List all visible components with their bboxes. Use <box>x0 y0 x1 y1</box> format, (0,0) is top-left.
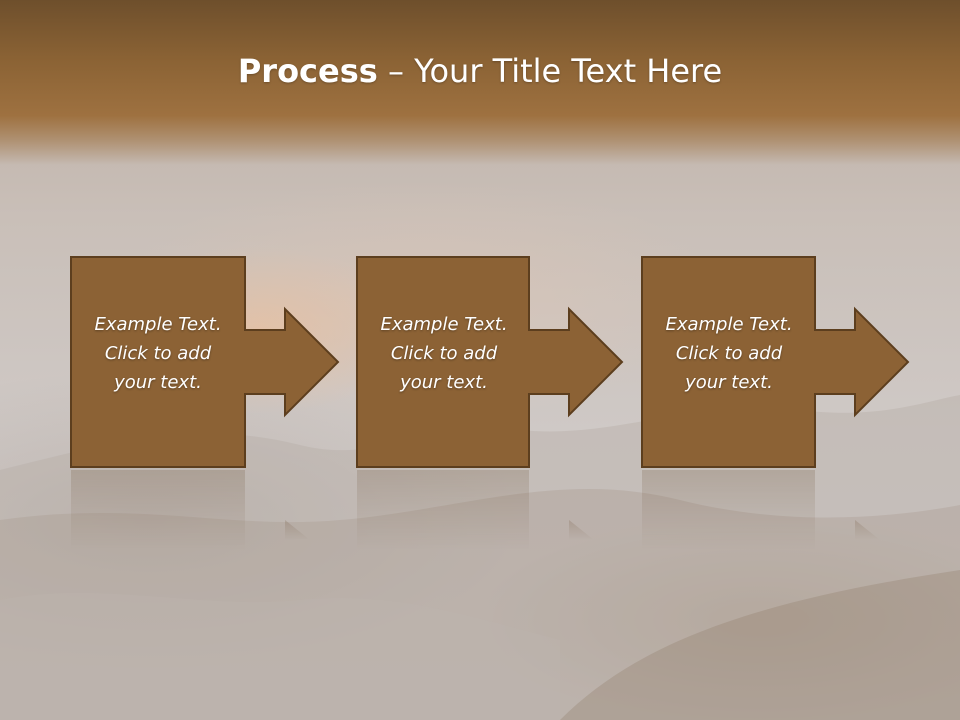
process-step-1[interactable]: Example Text. Click to add your text. <box>70 256 340 468</box>
step-3-reflection <box>642 470 880 550</box>
title-rest: – Your Title Text Here <box>377 52 723 90</box>
title-bold: Process <box>237 52 378 90</box>
step-text: Example Text. Click to add your text. <box>665 314 793 393</box>
step-text: Example Text. Click to add your text. <box>94 314 222 393</box>
step-2-reflection <box>357 470 594 550</box>
step-1-reflection <box>71 470 310 550</box>
arrow-box-shape <box>70 256 340 468</box>
step-text: Example Text. Click to add your text. <box>380 314 508 393</box>
process-step-2[interactable]: Example Text. Click to add your text. <box>356 256 626 468</box>
process-step-3[interactable]: Example Text. Click to add your text. <box>641 256 911 468</box>
arrow-box-shape <box>356 256 624 468</box>
title-banner <box>0 0 960 165</box>
slide-title[interactable]: Process – Your Title Text Here <box>0 52 960 90</box>
arrow-box-shape <box>641 256 910 468</box>
